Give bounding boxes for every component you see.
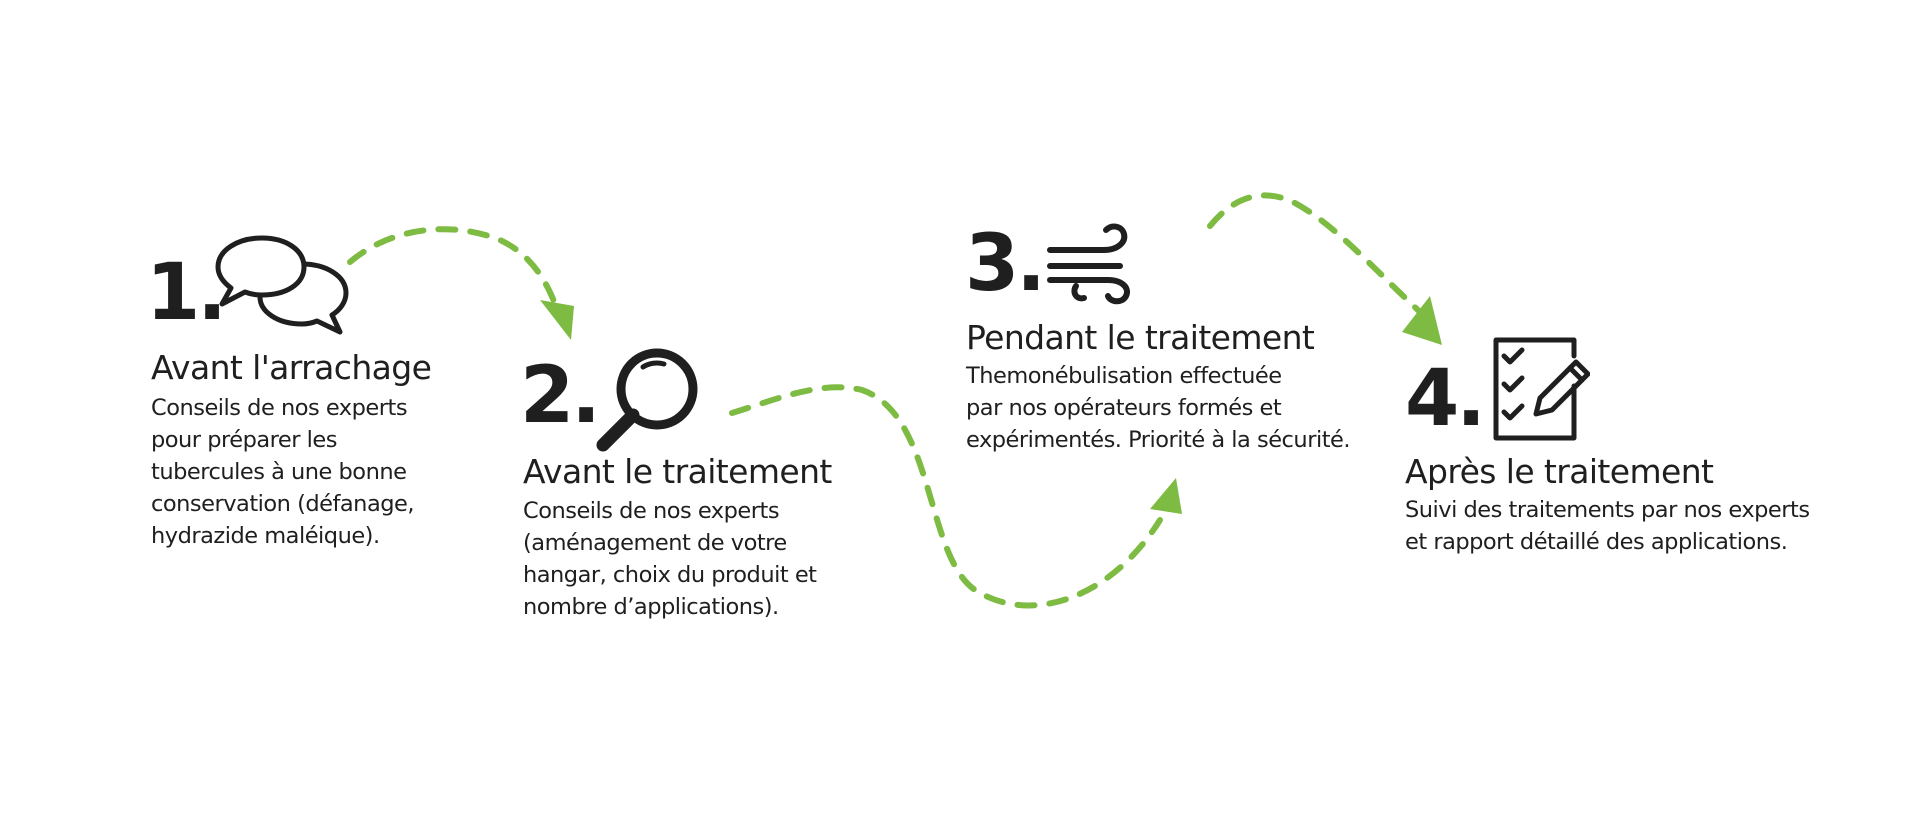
step-title: Avant le traitement: [523, 452, 832, 491]
checklist-pencil-icon: [1490, 334, 1591, 448]
step-number: 2.: [520, 351, 601, 441]
step-title: Après le traitement: [1405, 452, 1714, 491]
wind-icon: [1046, 222, 1136, 310]
step-number: 4.: [1405, 354, 1486, 444]
connector-2-to-3: [729, 384, 1163, 609]
connector-3-to-4: [1207, 192, 1423, 315]
arrowhead-1: [540, 300, 574, 340]
step-number: 3.: [965, 219, 1046, 309]
arrowhead-2: [1150, 478, 1182, 514]
arrowhead-3: [1402, 296, 1442, 345]
step-description: Themonébulisation effectuée par nos opér…: [966, 363, 1351, 453]
connector-1-to-2: [347, 226, 563, 321]
step-description: Conseils de nos experts pour préparer le…: [151, 395, 415, 549]
step-title: Pendant le traitement: [966, 318, 1315, 357]
step-title: Avant l'arrachage: [151, 348, 432, 387]
step-description: Suivi des traitements par nos experts et…: [1405, 497, 1810, 555]
step-number: 1.: [146, 248, 227, 338]
speech-bubbles-icon: [212, 232, 352, 348]
magnifying-glass-icon: [593, 345, 703, 459]
step-description: Conseils de nos experts (aménagement de …: [523, 498, 817, 620]
